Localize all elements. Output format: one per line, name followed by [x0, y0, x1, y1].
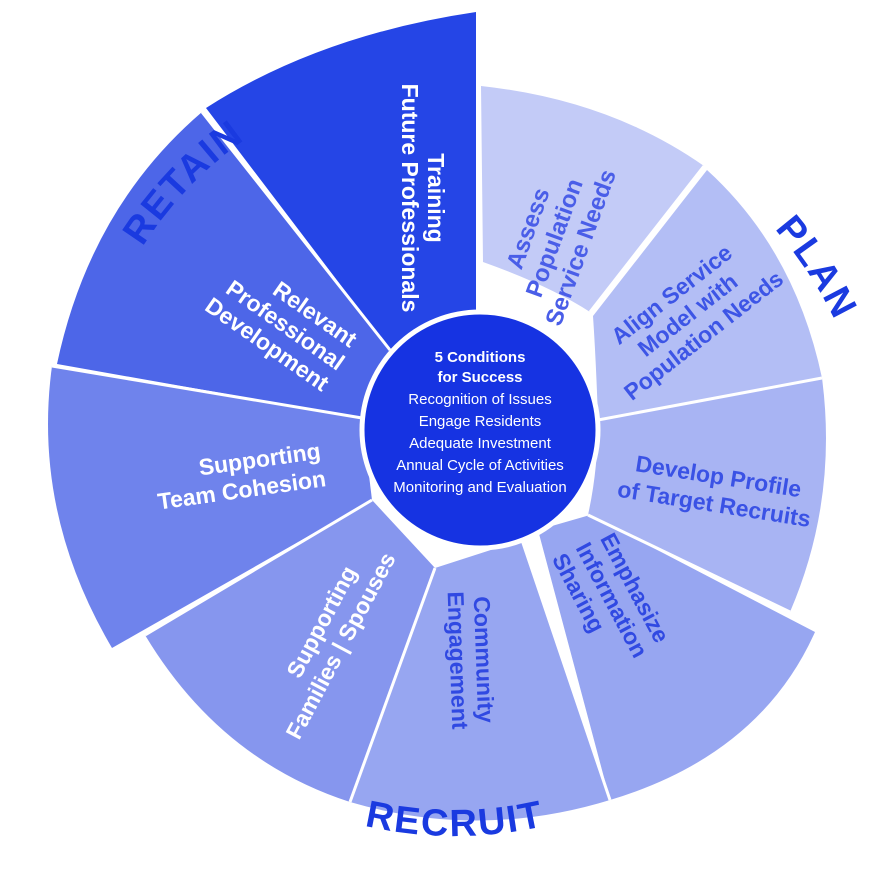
segment-emphasize: [538, 515, 815, 800]
center-title-line-1: 5 Conditions: [435, 349, 526, 366]
label-training-group: Training Future Professionals: [397, 84, 449, 313]
center-text-group: 5 Conditions for Success Recognition of …: [393, 349, 566, 496]
segment-families: [145, 500, 435, 802]
segment-training: [206, 12, 476, 350]
center-title-line-2: for Success: [437, 369, 522, 386]
label-training-line-2: Future Professionals: [397, 84, 423, 313]
center-item-5: Monitoring and Evaluation: [393, 479, 566, 496]
label-community-line-1: Community: [469, 596, 499, 724]
center-circle: [359, 309, 601, 551]
segment-align: [593, 170, 822, 420]
segment-separators: [51, 111, 823, 803]
label-community-line-2: Engagement: [443, 591, 474, 730]
segment-relevant: [57, 112, 390, 418]
segment-develop: [588, 378, 826, 612]
segment-cohesion: [48, 366, 372, 648]
label-community-group: Community Engagement: [443, 591, 500, 730]
segment-assess: [481, 86, 704, 312]
center-item-3: Adequate Investment: [409, 435, 552, 452]
label-training-line-1: Training: [423, 153, 449, 242]
center-item-1: Recognition of Issues: [408, 391, 551, 408]
center-item-4: Annual Cycle of Activities: [396, 457, 564, 474]
center-item-2: Engage Residents: [419, 413, 542, 430]
